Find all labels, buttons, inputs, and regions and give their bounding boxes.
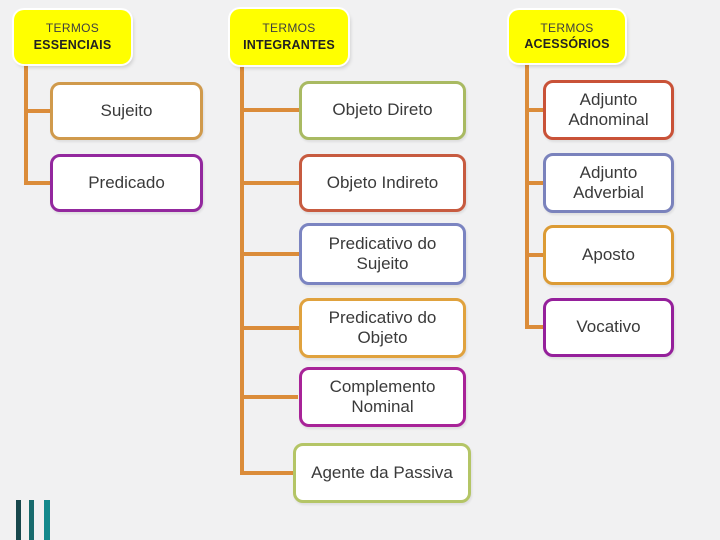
header-termos-integrantes: TERMOS INTEGRANTES	[230, 9, 348, 65]
connector-col3-stub-adjunto-adnominal	[525, 108, 543, 112]
connector-col2-stub-objeto-direto	[240, 108, 299, 112]
header-line1: TERMOS	[540, 20, 594, 35]
connector-col3-stub-adjunto-adverbial	[525, 181, 543, 185]
decoration-bar-1	[16, 500, 21, 540]
node-aposto: Aposto	[543, 225, 674, 285]
header-line1: TERMOS	[45, 21, 100, 36]
node-complemento-nominal: Complemento Nominal	[299, 367, 466, 427]
connector-col2-stub-predicativo-objeto	[240, 326, 299, 330]
node-label: Agente da Passiva	[311, 462, 453, 482]
connector-col3-vertical	[525, 63, 529, 329]
node-vocativo: Vocativo	[543, 298, 674, 357]
node-label: Predicativo do Sujeito	[328, 233, 437, 273]
decoration-bar-2	[29, 500, 34, 540]
connector-col2-stub-objeto-indireto	[240, 181, 299, 185]
node-adjunto-adverbial: Adjunto Adverbial	[543, 153, 674, 213]
decoration-bar-3	[44, 500, 50, 540]
connector-col1-stub-sujeito	[24, 109, 50, 113]
node-label: Objeto Indireto	[326, 172, 439, 192]
header-termos-acessorios: TERMOS ACESSÓRIOS	[509, 10, 625, 63]
node-label: Objeto Direto	[332, 100, 433, 120]
header-line2: ESSENCIAIS	[33, 37, 112, 52]
node-label: Adjunto Adnominal	[568, 89, 649, 129]
header-line2: INTEGRANTES	[243, 37, 335, 52]
header-line1: TERMOS	[262, 21, 316, 36]
connector-col1-stub-predicado	[24, 181, 50, 185]
node-label: Sujeito	[100, 100, 153, 120]
node-predicado: Predicado	[50, 154, 203, 212]
header-line2: ACESSÓRIOS	[524, 37, 610, 52]
node-sujeito: Sujeito	[50, 82, 203, 140]
connector-col2-vertical	[240, 65, 244, 475]
node-label: Vocativo	[576, 317, 641, 337]
connector-col2-stub-predicativo-sujeito	[240, 252, 299, 256]
node-label: Aposto	[582, 244, 635, 264]
connector-col1-vertical	[24, 64, 28, 185]
node-label: Adjunto Adverbial	[573, 162, 644, 202]
node-agente-da-passiva: Agente da Passiva	[293, 443, 471, 503]
node-predicativo-do-sujeito: Predicativo do Sujeito	[299, 223, 466, 285]
node-objeto-indireto: Objeto Indireto	[299, 154, 466, 212]
header-termos-essenciais: TERMOS ESSENCIAIS	[14, 10, 131, 64]
node-objeto-direto: Objeto Direto	[299, 81, 466, 140]
connector-col3-stub-aposto	[525, 253, 543, 257]
connector-col3-stub-vocativo	[525, 325, 543, 329]
node-predicativo-do-objeto: Predicativo do Objeto	[299, 298, 466, 358]
node-label: Complemento Nominal	[329, 376, 436, 416]
connector-col2-stub-agente-passiva	[240, 471, 293, 475]
connector-col2-stub-complemento-nominal	[240, 395, 298, 399]
node-adjunto-adnominal: Adjunto Adnominal	[543, 80, 674, 140]
node-label: Predicado	[88, 172, 165, 192]
node-label: Predicativo do Objeto	[328, 307, 437, 347]
